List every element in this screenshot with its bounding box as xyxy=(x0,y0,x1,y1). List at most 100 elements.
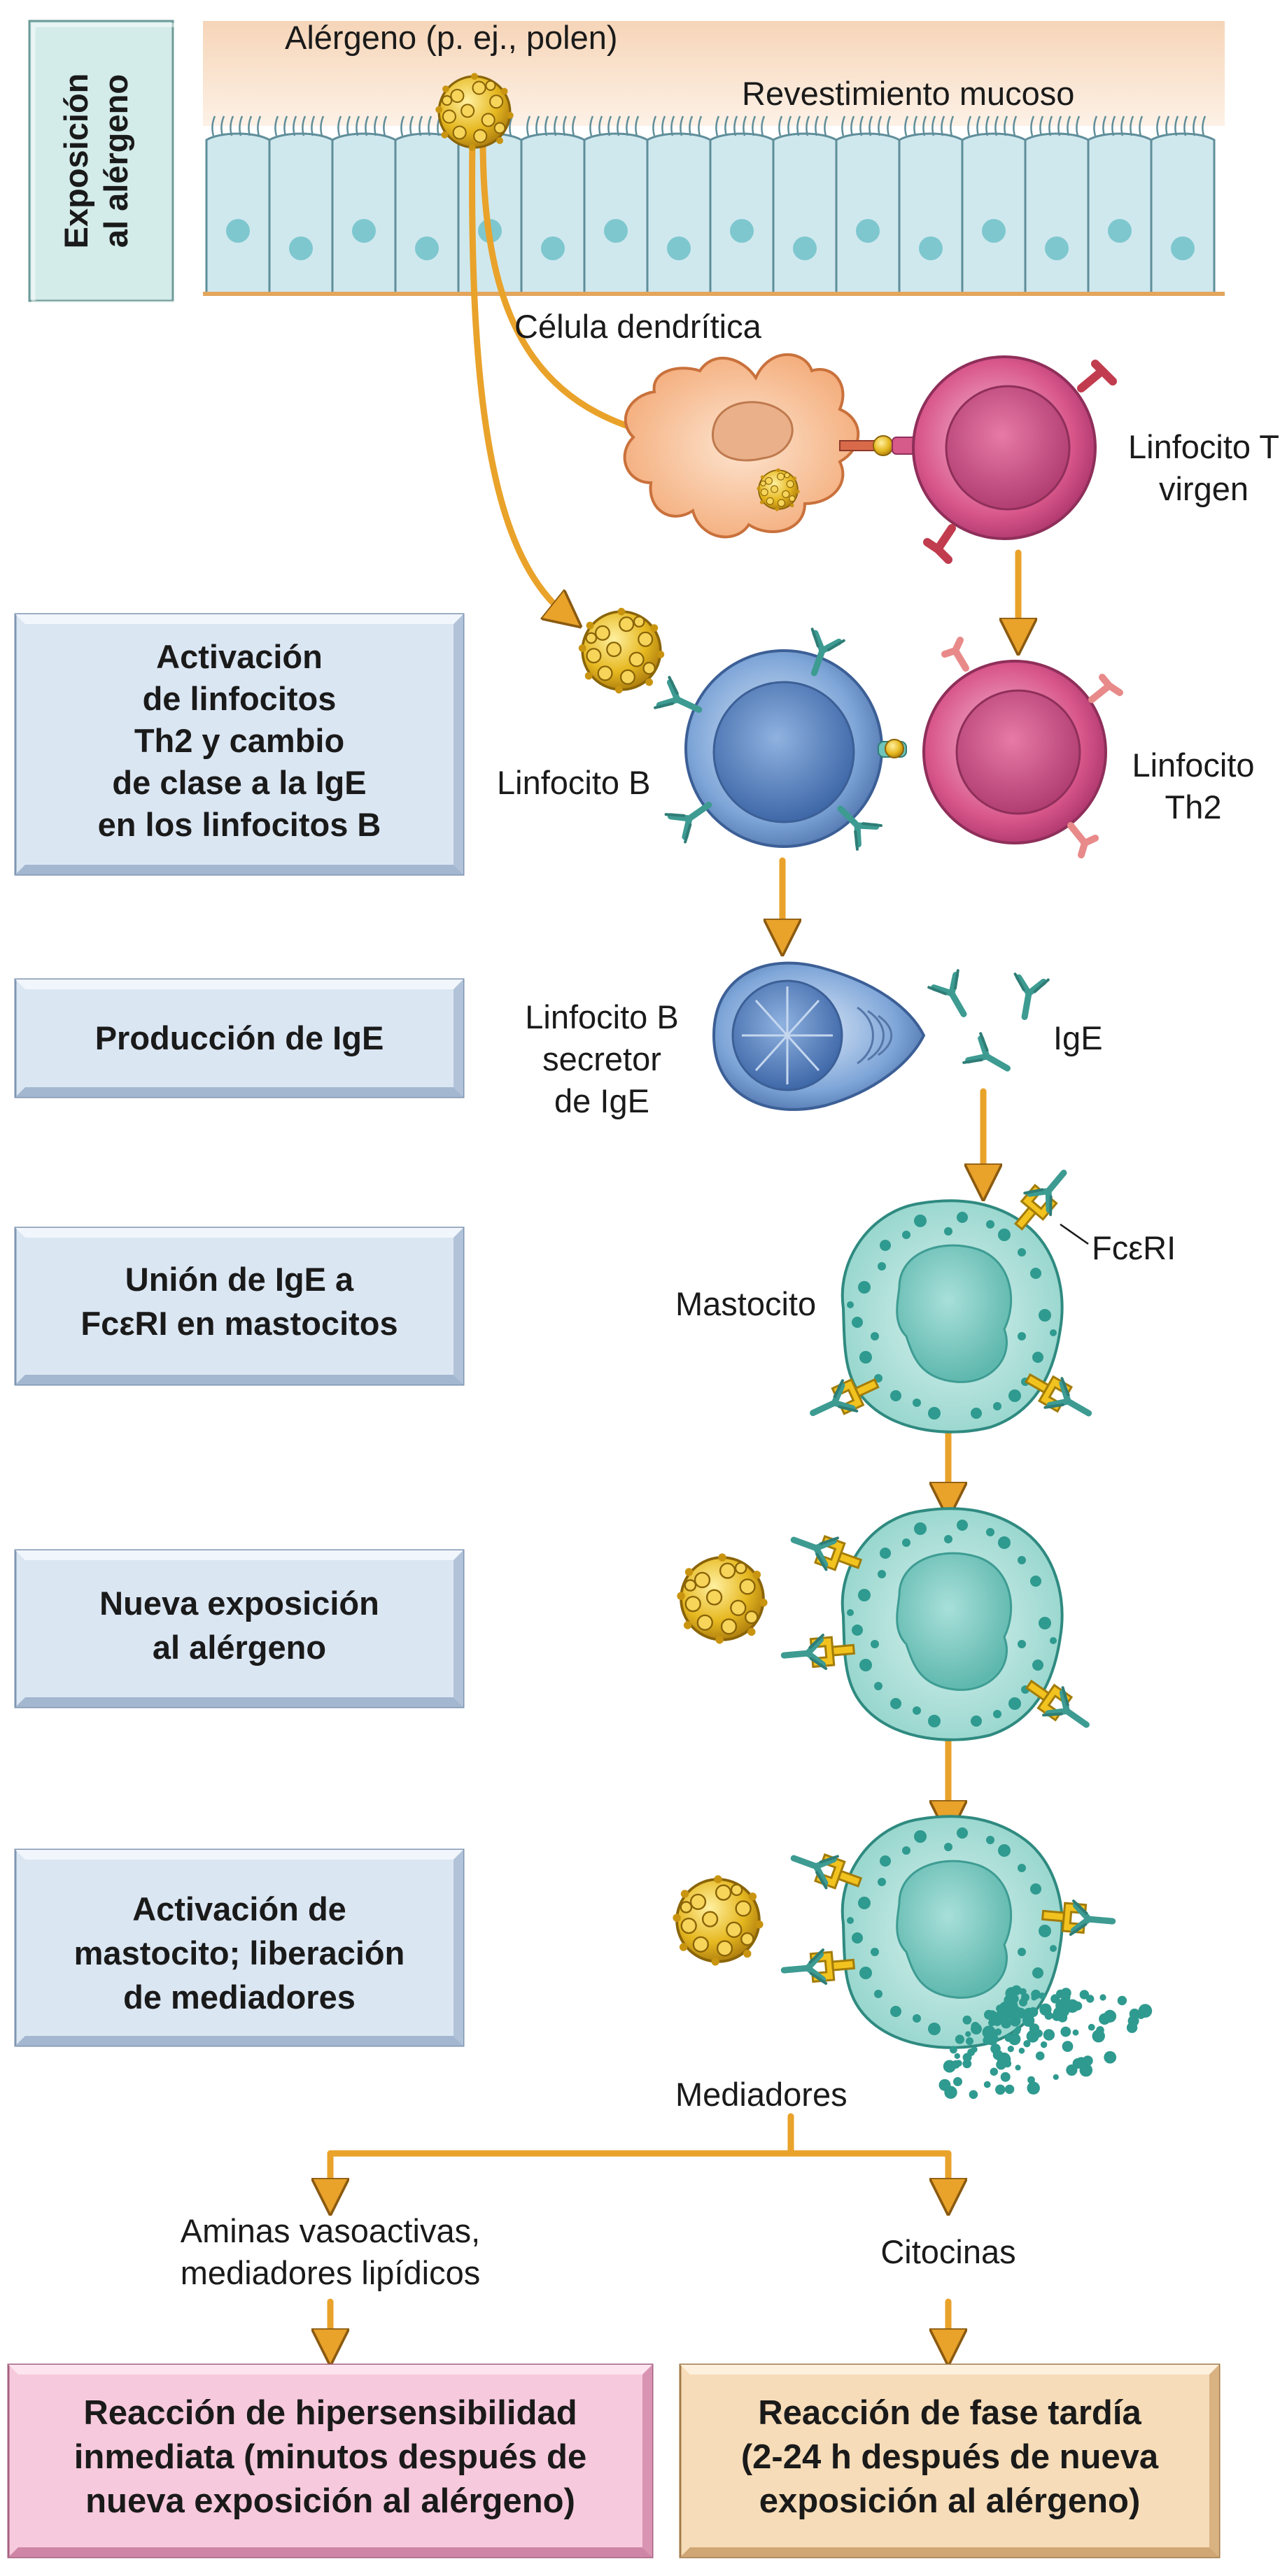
epithelial-cilium xyxy=(365,115,370,136)
epithelial-cilium xyxy=(211,115,216,136)
dendritic-cell xyxy=(623,353,921,539)
result-late: Reacción de fase tardía (2-24 h después … xyxy=(679,2363,1221,2559)
epithelial-cell xyxy=(646,132,712,295)
epithelial-cilium xyxy=(698,115,703,136)
epithelial-nucleus xyxy=(730,219,754,243)
mediator-granule xyxy=(1031,1989,1041,2000)
epithelial-cilium xyxy=(1120,115,1125,136)
epithelial-cilium xyxy=(661,115,666,136)
epithelial-cilium xyxy=(1048,115,1053,136)
epithelial-cilium xyxy=(239,115,244,136)
epithelial-cilium xyxy=(220,115,225,136)
epithelial-cilium xyxy=(761,115,766,136)
epithelial-cilium xyxy=(607,115,612,136)
label-mast-cell: Mastocito xyxy=(675,1285,816,1322)
epithelial-cilium xyxy=(985,115,990,136)
result-immediate-line-2: inmediata (minutos después de xyxy=(74,2438,586,2476)
epithelial-cell xyxy=(520,132,586,295)
label-secreting-b-line-3: de IgE xyxy=(554,1082,649,1119)
mediator-granule xyxy=(962,2053,972,2062)
epithelial-cilium xyxy=(626,115,631,136)
mediator-granule xyxy=(1018,2047,1025,2054)
mediator-granule xyxy=(1015,2007,1026,2019)
mediator-granule xyxy=(1019,1998,1027,2007)
epithelial-cell xyxy=(835,132,901,295)
label-naive-t-line-1: Linfocito T xyxy=(1128,428,1279,465)
mediator-granule xyxy=(1050,1994,1060,2004)
epithelial-cilium xyxy=(796,115,801,136)
epithelial-cell xyxy=(457,132,523,295)
mediator-granule xyxy=(1006,2009,1017,2020)
mediator-granule xyxy=(1019,1988,1027,1995)
mediator-granule xyxy=(1004,1998,1011,2004)
mediator-granule xyxy=(1088,2023,1095,2031)
mediator-granule xyxy=(1000,2072,1011,2082)
th2-cell xyxy=(922,637,1123,858)
result-immediate-line-3: nueva exposición al alérgeno) xyxy=(85,2482,575,2520)
label-amines-line-2: mediadores lipídicos xyxy=(181,2254,480,2291)
epithelial-cilium xyxy=(419,115,423,136)
epithelial-cilium xyxy=(1067,115,1071,136)
epithelial-cilium xyxy=(1165,115,1170,136)
mediator-granule xyxy=(1023,2040,1031,2048)
mediator-granule xyxy=(945,2065,952,2072)
mediator-granule xyxy=(1004,2034,1013,2042)
epithelial-cilium xyxy=(320,115,325,136)
epithelial-cilium xyxy=(572,115,577,136)
mediator-granule xyxy=(1028,2007,1039,2018)
step-exposure: Exposición al alérgeno xyxy=(28,20,178,305)
mediator-granule xyxy=(1055,2010,1061,2016)
epithelial-cilium xyxy=(1202,115,1207,136)
epithelial-cilium xyxy=(994,115,999,136)
mediator-granule xyxy=(1044,2011,1053,2021)
mediator-granule xyxy=(992,2049,1004,2060)
label-amines-line-1: Aminas vasoactivas, xyxy=(181,2212,480,2249)
epithelial-cell xyxy=(583,132,649,295)
mediator-granule xyxy=(955,2034,964,2044)
step-mast-activation-line-3: de mediadores xyxy=(123,1979,356,2016)
epithelial-cilium xyxy=(274,115,279,136)
epithelial-cilium xyxy=(1139,115,1144,136)
epithelial-cilium xyxy=(878,115,882,136)
epithelial-cilium xyxy=(815,115,820,136)
epithelial-cilium xyxy=(374,115,379,136)
mediator-granule xyxy=(1062,2041,1074,2052)
epithelial-nucleus xyxy=(415,236,439,260)
mediator-granule xyxy=(1039,1993,1046,2000)
mast-cell-reexposed xyxy=(675,1507,1096,1741)
mediator-granule xyxy=(1005,1987,1018,2000)
epithelial-cilium xyxy=(1030,115,1035,136)
step-activation-line-1: Activación xyxy=(156,638,323,675)
label-th2-line-1: Linfocito xyxy=(1132,746,1254,784)
step-activation-line-3: Th2 y cambio xyxy=(134,722,344,759)
epithelial-cilium xyxy=(850,115,855,136)
epithelial-nucleus xyxy=(919,236,943,260)
mediator-granule xyxy=(1066,2064,1078,2076)
epithelial-cell xyxy=(772,132,838,295)
mediator-granule xyxy=(1015,2065,1021,2071)
mediator-granule xyxy=(1055,1999,1069,2013)
epithelial-cilium xyxy=(1013,115,1018,136)
step-activation: Activación de linfocitos Th2 y cambio de… xyxy=(14,613,465,876)
epithelial-cilium xyxy=(598,115,603,136)
epithelial-cilium xyxy=(967,115,972,136)
epithelial-cilium xyxy=(257,115,262,136)
epithelial-nucleus xyxy=(856,219,880,243)
epithelial-cilium xyxy=(1076,115,1081,136)
result-late-line-2: (2-24 h después de nueva xyxy=(741,2438,1159,2476)
epithelial-cell xyxy=(268,132,334,295)
epithelial-cilium xyxy=(311,115,316,136)
epithelial-cilium xyxy=(1057,115,1062,136)
label-th2-line-2: Th2 xyxy=(1165,788,1222,826)
epithelial-nucleus xyxy=(1171,236,1195,260)
epithelial-cilium xyxy=(563,115,568,136)
mast-cell-sensitized xyxy=(806,1162,1097,1434)
step-reexposure: Nueva exposición al alérgeno xyxy=(14,1549,465,1708)
mediator-granule xyxy=(954,2053,961,2059)
epithelial-cell xyxy=(898,132,964,295)
epithelial-nucleus xyxy=(226,219,250,243)
epithelial-cilium xyxy=(778,115,783,136)
epithelial-cilium xyxy=(337,115,342,136)
epithelial-cilium xyxy=(409,115,414,136)
epithelial-cilium xyxy=(904,115,909,136)
